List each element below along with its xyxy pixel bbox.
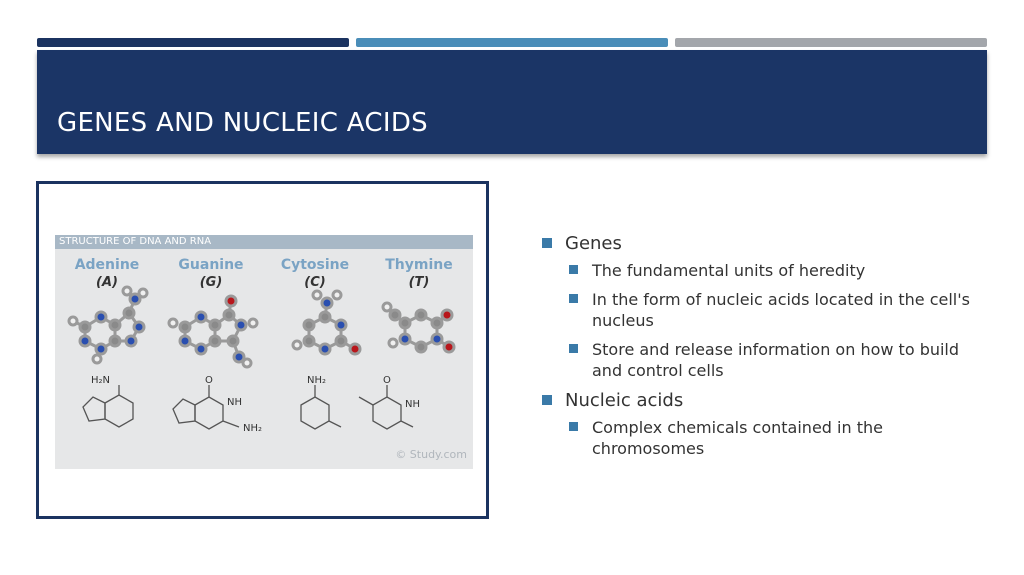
figure-frame: STRUCTURE OF DNA AND RNA Adenine (A) Gua…	[36, 181, 489, 519]
square-bullet-icon	[569, 294, 578, 303]
formula-label: O	[205, 375, 213, 386]
figure-strip-title: STRUCTURE OF DNA AND RNA	[55, 235, 473, 249]
square-bullet-icon	[569, 265, 578, 274]
guanine-ball-model	[167, 294, 259, 369]
title-banner: GENES AND NUCLEIC ACIDS	[37, 50, 987, 154]
base-letter: (T)	[408, 275, 430, 290]
square-bullet-icon	[542, 395, 552, 405]
bullet-list: Genes The fundamental units of heredity …	[539, 232, 979, 467]
base-letter: (G)	[199, 275, 223, 290]
accent-bar-dark	[37, 38, 349, 47]
bullet-text: In the form of nucleic acids located in …	[592, 290, 970, 330]
thymine-structural-formula	[358, 385, 414, 430]
bullet-text: Store and release information on how to …	[592, 340, 960, 380]
formula-label: O	[383, 375, 391, 386]
guanine-structural-formula	[172, 385, 240, 430]
adenine-structural-formula	[82, 385, 134, 428]
formula-label: NH	[405, 399, 420, 410]
watermark: © Study.com	[395, 448, 467, 461]
square-bullet-icon	[569, 422, 578, 431]
square-bullet-icon	[569, 344, 578, 353]
base-name: Cytosine	[280, 257, 350, 273]
base-name: Adenine	[74, 257, 140, 273]
bullet-genes-sub: In the form of nucleic acids located in …	[539, 289, 979, 331]
base-cytosine: Cytosine (C)	[263, 257, 367, 290]
base-name: Guanine	[178, 257, 244, 273]
bullet-genes: Genes	[539, 232, 979, 256]
base-name: Thymine	[385, 257, 453, 273]
accent-bar-blue	[356, 38, 668, 47]
base-guanine: Guanine (G)	[159, 257, 263, 290]
nucleobase-figure: STRUCTURE OF DNA AND RNA Adenine (A) Gua…	[55, 235, 473, 469]
bullet-nucleic-sub: Complex chemicals contained in the chrom…	[539, 417, 979, 459]
formula-label: NH₂	[243, 423, 262, 434]
adenine-ball-model	[67, 285, 149, 365]
square-bullet-icon	[542, 238, 552, 248]
thymine-ball-model	[381, 301, 456, 354]
bullet-genes-sub: The fundamental units of heredity	[539, 260, 979, 281]
base-adenine: Adenine (A)	[55, 257, 159, 290]
bullet-text: Complex chemicals contained in the chrom…	[592, 418, 883, 458]
bullet-text: Nucleic acids	[565, 390, 684, 411]
formula-label: NH₂	[307, 375, 326, 386]
bullet-nucleic-acids: Nucleic acids	[539, 389, 979, 413]
bullet-genes-sub: Store and release information on how to …	[539, 339, 979, 381]
slide-title: GENES AND NUCLEIC ACIDS	[57, 108, 428, 138]
cytosine-ball-model	[291, 289, 362, 356]
formula-label: NH	[227, 397, 242, 408]
molecule-drawings: H₂N O NH NH₂ NH₂ O NH	[67, 285, 456, 434]
base-letter: (C)	[304, 275, 326, 290]
base-thymine: Thymine (T)	[367, 257, 471, 290]
formula-label: H₂N	[91, 375, 110, 386]
base-letter: (A)	[96, 275, 118, 290]
accent-bar-gray	[675, 38, 987, 47]
bullet-text: Genes	[565, 233, 622, 254]
bullet-text: The fundamental units of heredity	[592, 261, 866, 280]
cytosine-structural-formula	[300, 385, 342, 430]
